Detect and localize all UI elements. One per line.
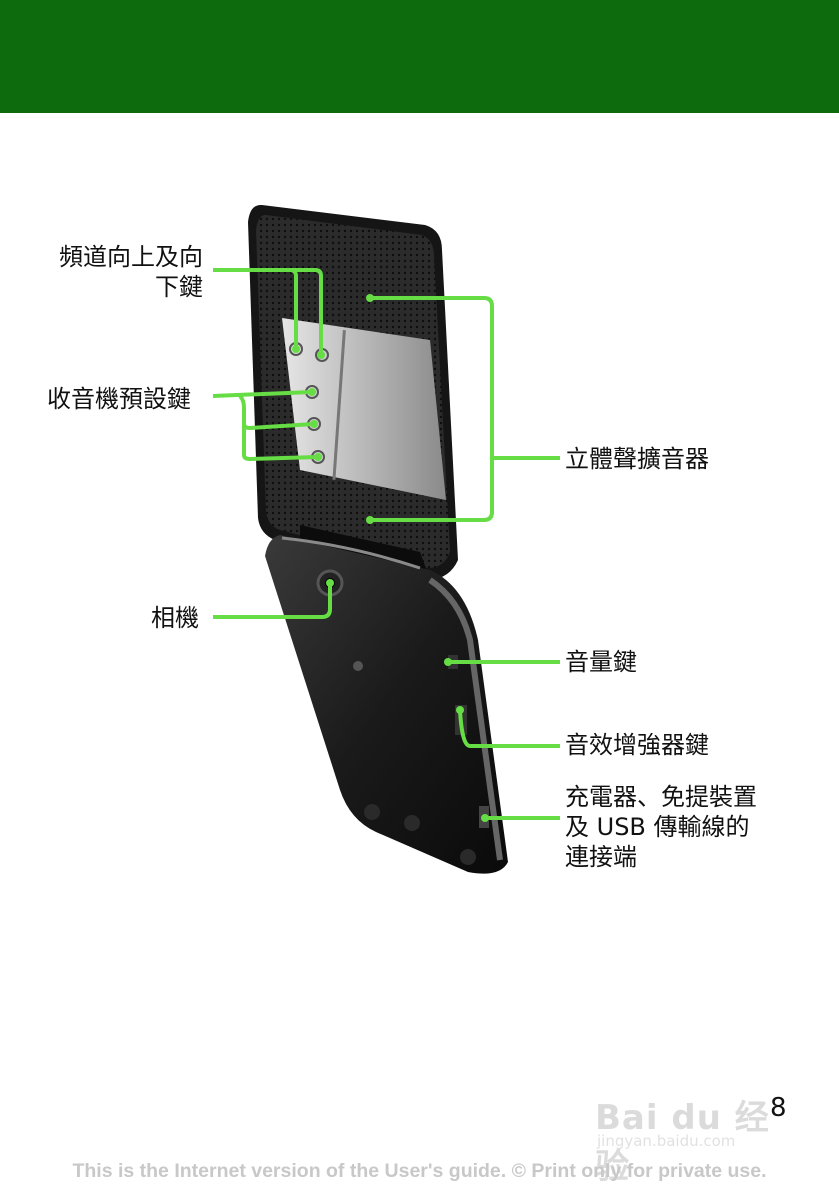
charger-label-line2: 及 USB 傳輸線的 xyxy=(565,813,750,841)
header-bar xyxy=(0,0,839,113)
charger-connector-label: 充電器、免提裝置 及 USB 傳輸線的 連接端 xyxy=(565,782,757,872)
charger-label-line3: 連接端 xyxy=(565,843,637,871)
page-number: 8 xyxy=(770,1093,787,1123)
sound-enhancer-label: 音效增強器鍵 xyxy=(565,731,709,759)
channel-keys-label: 頻道向上及向 下鍵 xyxy=(30,242,203,302)
phone-lower-section xyxy=(265,525,508,874)
camera-label: 相機 xyxy=(151,604,199,632)
watermark-url: jingyan.baidu.com xyxy=(597,1132,736,1150)
radio-presets-label: 收音機預設鍵 xyxy=(47,385,191,413)
watermark: Bai du 经验 jingyan.baidu.com xyxy=(595,1072,795,1187)
volume-keys-label: 音量鍵 xyxy=(565,648,637,676)
footer-notice: This is the Internet version of the User… xyxy=(72,1160,767,1182)
channel-keys-label-line2: 下鍵 xyxy=(155,273,203,301)
charger-label-line1: 充電器、免提裝置 xyxy=(565,783,757,811)
watermark-brand: Bai du 经验 xyxy=(595,1098,770,1187)
brand-logo-icon xyxy=(353,661,363,671)
stereo-speakers-label: 立體聲擴音器 xyxy=(565,445,709,473)
channel-keys-label-line1: 頻道向上及向 xyxy=(59,243,203,271)
callout-lines xyxy=(212,268,560,820)
